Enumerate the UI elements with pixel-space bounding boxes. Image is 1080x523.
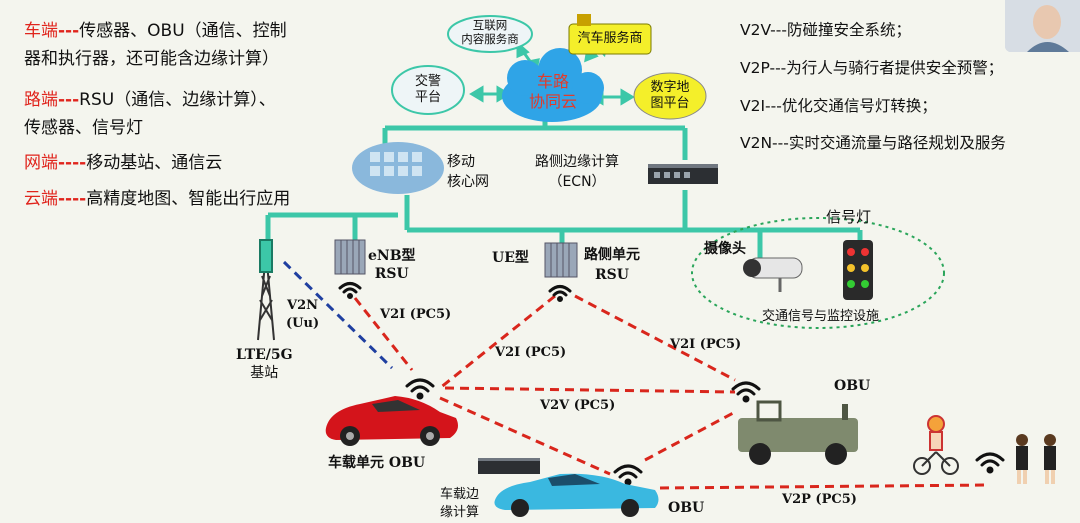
v2x-v2p-desc: V2P---为行人与骑行者提供安全预警； <box>740 59 1004 77</box>
wifi-icon-blue-car <box>613 464 643 486</box>
v2n-uu-label: V2N (Uu) <box>286 297 319 333</box>
vehicle-road-cloud-line2: 协同云 <box>528 92 577 111</box>
legend-road-end-line1: 路端---RSU（通信、边缘计算）、 <box>24 89 276 111</box>
vehicle-edge-line1: 车载边 <box>440 487 480 502</box>
traffic-police-line2: 平台 <box>414 90 441 105</box>
v2i-label-2: V2I (PC5) <box>495 345 567 360</box>
legend-cloud-end-line: 云端----高精度地图、智能出行应用 <box>24 188 290 210</box>
ue-rsu-icon <box>544 242 578 278</box>
legend-car-end-line1: 车端---传感器、OBU（通信、控制 <box>24 20 287 42</box>
ue-rsu-line3: RSU <box>595 267 629 283</box>
digital-map-line2: 图平台 <box>650 96 690 111</box>
legend-cloud-end-text: 高精度地图、智能出行应用 <box>86 189 291 209</box>
v2v-label: V2V (PC5) <box>540 398 616 413</box>
v2x-v2i-desc: V2I---优化交通信号灯转换； <box>740 97 937 115</box>
digital-map-ellipse <box>633 72 707 120</box>
internet-content-line1: 互联网 <box>472 18 508 32</box>
traffic-police-line1: 交警 <box>414 74 441 89</box>
vehicle-edge-label: 车载边 缘计算 <box>440 486 479 522</box>
legend-car-end-sep: --- <box>58 21 80 41</box>
obu-car-label: 车载单元 OBU <box>328 455 426 471</box>
traffic-facility-label: 交通信号与监控设施 <box>762 309 880 324</box>
vehicle-road-cloud-label: 车路 协同云 <box>521 72 585 112</box>
pedestrians-icon <box>1016 434 1056 484</box>
v2x-v2n-desc: V2N---实时交通流量与路径规划及服务 <box>740 134 1006 152</box>
lte-5g-line2: 基站 <box>250 365 279 381</box>
legend-road-end-text1: RSU（通信、边缘计算）、 <box>79 90 276 110</box>
v2n-uu-link <box>282 260 394 370</box>
vehicle-road-cloud-line1: 车路 <box>536 72 569 91</box>
vehicle-edge-line2: 缘计算 <box>440 505 480 520</box>
v2n-line2: (Uu) <box>286 316 320 331</box>
lte-5g-tower-icon <box>257 239 275 341</box>
internet-content-label: 互联网 内容服务商 <box>452 18 528 46</box>
legend-car-end-text2: 器和执行器，还可能含边缘计算） <box>24 49 279 69</box>
mobile-core-network-icon <box>352 142 444 194</box>
v2x-v2v-desc: V2V---防碰撞安全系统； <box>740 21 911 39</box>
wifi-icon-enb <box>338 282 362 299</box>
enb-rsu-line1: eNB型 <box>368 248 416 264</box>
obu-jeep-label: OBU <box>834 378 871 394</box>
internet-content-cloud <box>447 15 533 53</box>
enb-rsu-icon <box>334 239 366 275</box>
digital-map-line1: 数字地 <box>650 80 690 95</box>
legend-road-end-text2: 传感器、信号灯 <box>24 118 143 138</box>
traffic-light-icon <box>843 240 873 300</box>
traffic-police-label: 交警 平台 <box>404 74 452 106</box>
legend-car-end-text1: 传感器、OBU（通信、控制 <box>79 21 287 41</box>
legend-road-end-sep: --- <box>58 90 80 110</box>
lte-5g-label: LTE/5G 基站 <box>236 346 293 382</box>
cyclist-icon <box>913 415 959 475</box>
mobile-core-line1: 移动 <box>447 154 475 170</box>
presenter-webcam-thumbnail <box>1005 0 1080 52</box>
v2n-line1: V2N <box>287 298 319 313</box>
wifi-icon-red-car <box>405 378 435 400</box>
legend-road-end-title: 路端 <box>24 90 58 110</box>
v2i-label-3: V2I (PC5) <box>670 337 742 352</box>
auto-service-label: 汽车服务商 <box>577 31 643 46</box>
wifi-icon-jeep <box>731 381 761 403</box>
surveillance-camera-icon <box>743 257 803 292</box>
ecn-server-icon <box>648 164 718 184</box>
mobile-core-line2: 核心网 <box>447 174 489 190</box>
traffic-facility-boundary <box>691 217 945 329</box>
mobile-core-label: 移动 核心网 <box>447 152 489 192</box>
lte-5g-line1: LTE/5G <box>236 347 293 363</box>
military-jeep-icon <box>738 400 858 465</box>
enb-rsu-line2: RSU <box>374 266 409 282</box>
ue-rsu-label: 路侧单元 RSU <box>584 245 640 285</box>
ecn-line2: （ECN） <box>548 174 606 190</box>
v2i-label-1: V2I (PC5) <box>380 307 452 322</box>
ecn-label: 路侧边缘计算 （ECN） <box>535 152 619 192</box>
legend-cloud-end-title: 云端 <box>24 189 58 209</box>
legend-net-end-line: 网端----移动基站、通信云 <box>24 152 222 174</box>
red-car-icon <box>325 396 458 446</box>
ecn-line1: 路侧边缘计算 <box>535 154 619 170</box>
camera-label: 摄像头 <box>704 241 746 257</box>
backbone-links <box>265 118 863 262</box>
traffic-police-cloud <box>391 65 465 115</box>
auto-service-box <box>568 14 652 55</box>
wifi-icon-pedestrian <box>975 452 1005 474</box>
wifi-icon-ue <box>548 285 572 302</box>
legend-cloud-end-sep: ---- <box>58 189 87 209</box>
obu-blue-car-label: OBU <box>668 500 705 516</box>
ue-rsu-type-label: UE型 <box>492 250 529 266</box>
signal-light-label: 信号灯 <box>826 208 872 226</box>
digital-map-label: 数字地 图平台 <box>640 80 700 112</box>
vehicle-edge-server-icon <box>478 458 540 474</box>
blue-car-icon <box>494 473 659 517</box>
pc5-links <box>353 294 991 490</box>
v2p-label: V2P (PC5) <box>782 492 857 507</box>
vehicle-road-cloud <box>502 48 604 122</box>
enb-rsu-label: eNB型 RSU <box>368 247 416 283</box>
legend-net-end-title: 网端 <box>24 153 58 173</box>
legend-net-end-sep: ---- <box>58 153 87 173</box>
legend-net-end-text: 移动基站、通信云 <box>86 153 223 173</box>
legend-car-end-title: 车端 <box>24 21 58 41</box>
ue-rsu-line2: 路侧单元 <box>584 247 640 263</box>
internet-content-line2: 内容服务商 <box>461 32 519 46</box>
